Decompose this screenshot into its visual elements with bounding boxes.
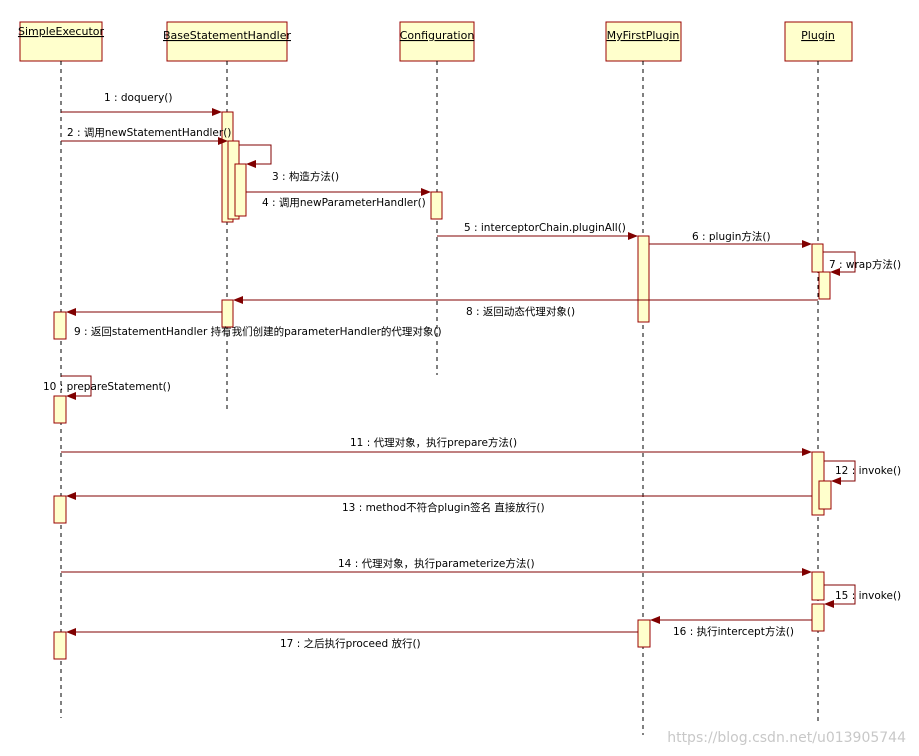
self-message-arrow xyxy=(61,375,92,400)
message-label: 9 : 返回statementHandler 持有我们创建的parameterH… xyxy=(74,325,442,338)
participant-label: MyFirstPlugin xyxy=(607,29,680,42)
activation-bar xyxy=(818,480,832,510)
activation-bar xyxy=(53,631,67,660)
watermark: https://blog.csdn.net/u013905744 xyxy=(667,730,906,746)
activation-bar xyxy=(221,299,234,328)
message-label: 12 : invoke() xyxy=(835,465,901,477)
message-label: 14 : 代理对象，执行parameterize方法() xyxy=(338,557,535,570)
activation-bar xyxy=(811,571,825,601)
self-message-arrow xyxy=(824,460,856,485)
message-label: 5 : interceptorChain.pluginAll() xyxy=(464,222,626,234)
message-label: 11 : 代理对象，执行prepare方法() xyxy=(350,436,517,449)
participant-configuration: Configuration xyxy=(399,21,475,62)
message-label: 6 : plugin方法() xyxy=(692,230,771,243)
activation-bar xyxy=(811,243,824,273)
self-message-arrow xyxy=(239,144,272,168)
message-label: 7 : wrap方法() xyxy=(829,258,901,271)
activation-bar xyxy=(430,191,443,220)
message-label: 8 : 返回动态代理对象() xyxy=(466,305,575,318)
participant-base-statement-handler: BaseStatementHandler xyxy=(163,21,291,62)
activation-bar xyxy=(234,163,247,217)
message-label: 13 : method不符合plugin签名 直接放行() xyxy=(342,501,545,514)
self-message-arrow xyxy=(823,251,856,276)
participant-my-first-plugin: MyFirstPlugin xyxy=(605,21,682,62)
activation-bar xyxy=(53,395,67,424)
activation-bar xyxy=(53,495,67,524)
activation-bar xyxy=(53,311,67,340)
activation-bar xyxy=(637,619,651,648)
participant-label: Plugin xyxy=(801,29,835,42)
participant-label: Configuration xyxy=(400,29,475,42)
activation-bar xyxy=(811,603,825,632)
activation-bar xyxy=(637,235,650,323)
participant-label: BaseStatementHandler xyxy=(163,29,291,42)
participant-plugin: Plugin xyxy=(784,21,853,62)
message-label: 10 : prepareStatement() xyxy=(43,381,171,393)
message-label: 16 : 执行intercept方法() xyxy=(673,625,794,638)
message-label: 2 : 调用newStatementHandler() xyxy=(67,127,231,139)
participant-label: SimpleExecutor xyxy=(18,25,105,38)
self-message-arrow xyxy=(824,584,856,608)
message-label: 17 : 之后执行proceed 放行() xyxy=(280,637,421,650)
activation-bar xyxy=(818,271,831,300)
message-label: 1 : doquery() xyxy=(104,92,173,104)
message-label: 3 : 构造方法() xyxy=(272,170,339,183)
message-label: 15 : invoke() xyxy=(835,590,901,602)
participant-simple-executor: SimpleExecutor xyxy=(18,21,105,62)
message-label: 4 : 调用newParameterHandler() xyxy=(262,197,426,209)
